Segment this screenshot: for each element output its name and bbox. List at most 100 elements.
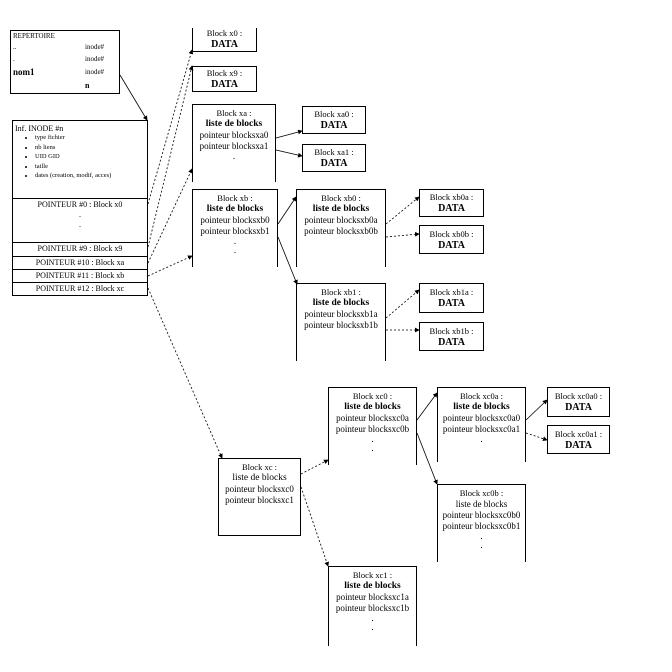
inode-attribute: nb liens: [35, 143, 111, 153]
repertoire-row-name: ..: [13, 43, 17, 51]
arrow-xa-to-xa0: [275, 129, 303, 139]
block-subtitle: liste de blocks: [344, 402, 401, 412]
block-data: DATA: [438, 337, 465, 348]
block-pointer: pointeur blocksxa0: [199, 130, 269, 140]
repertoire-row-name: nom1: [13, 67, 35, 77]
arrow-xa-to-xa1: [275, 149, 303, 158]
block-title: Block xc :: [242, 462, 277, 472]
block-title: Block xc1 :: [352, 570, 393, 580]
arrow-ptr10-to-xa: [147, 168, 193, 264]
block-data: DATA: [320, 158, 348, 169]
block-ellipsis: .: [371, 622, 374, 632]
block-ellipsis: .: [480, 540, 483, 550]
block-xb0b: Block xb0b : DATA: [419, 225, 484, 254]
block-pointer: pointeur blocksxb0a: [304, 215, 378, 225]
block-pointer: pointeur blocksxc0a1: [442, 424, 521, 434]
block-xc0: Block xc0 : liste de blocks pointeur blo…: [328, 387, 417, 465]
block-pointer: pointeur blocksxb1: [200, 226, 270, 236]
block-subtitle: liste de blocks: [312, 298, 370, 308]
arrow-xc0-to-xc0a: [416, 392, 438, 421]
arrow-nom1-to-inode: [119, 74, 148, 121]
block-pointer: pointeur blocksxc0a: [336, 413, 409, 423]
block-data: DATA: [438, 298, 465, 309]
block-pointer: pointeur blocksxb1b: [304, 320, 378, 330]
block-subtitle: liste de blocks: [206, 204, 264, 214]
block-xc0a1: Block xc0a1 : DATA: [547, 425, 610, 454]
block-xb1: Block xb1 : liste de blocks pointeur blo…: [296, 283, 386, 361]
block-xc0a: Block xc0a : liste de blocks pointeur bl…: [437, 387, 526, 462]
block-xc: Block xc : liste de blocks pointeur bloc…: [218, 458, 301, 536]
block-title: Block xc0a1 :: [554, 429, 603, 439]
block-pointer: pointeur blocksxb0b: [304, 226, 378, 236]
arrow-xc0a-to-xc0a1: [525, 432, 548, 442]
block-data: DATA: [565, 402, 592, 413]
block-xb0: Block xb0 : liste de blocks pointeur blo…: [296, 189, 386, 267]
block-xa1: Block xa1 : DATA: [302, 144, 366, 172]
block-title: Block xc0 :: [352, 391, 393, 401]
block-pointer: pointeur blocksxc1a: [336, 592, 409, 602]
block-ellipsis: .: [371, 434, 374, 444]
block-title: Block xb0a :: [429, 192, 474, 202]
block-ellipsis: .: [233, 236, 237, 246]
block-subtitle: liste de blocks: [312, 204, 370, 214]
inode-attribute: dates (creation, modif, acces): [35, 171, 111, 181]
block-title: Block xb1b :: [429, 326, 474, 336]
block-ellipsis: .: [480, 434, 483, 444]
repertoire-row-inode: inode#: [85, 55, 105, 63]
block-xb1b: Block xb1b : DATA: [419, 322, 484, 351]
block-subtitle: liste de blocks: [455, 499, 508, 509]
arrow-xb1-to-xb1a: [385, 289, 420, 319]
inode-pointer-dots: .: [12, 220, 148, 230]
block-title: Block xc0b :: [459, 488, 504, 498]
block-ellipsis: .: [232, 151, 236, 161]
inode-title: Inf. INODE #n: [15, 124, 64, 133]
inode-pointer-12: POINTEUR #12 : Block xc: [12, 282, 148, 296]
inode-pointer-10: POINTEUR #10 : Block xa: [12, 256, 148, 269]
block-title: Block xb0 :: [321, 193, 361, 203]
arrow-xb0-to-xb0a: [385, 196, 420, 225]
block-pointer: pointeur blocksxc0a0: [442, 413, 521, 423]
arrow-ptr11-to-xb: [147, 255, 193, 277]
block-title: Block xa :: [216, 108, 252, 118]
repertoire-box: REPERTOIRE .. inode# . inode# nom1 inode…: [10, 30, 120, 94]
block-title: Block xa0 :: [314, 109, 354, 119]
block-pointer: pointeur blocksxb0: [200, 215, 270, 225]
block-pointer: pointeur blocksxc0b1: [442, 521, 521, 531]
block-pointer: pointeur blocksxb1a: [304, 309, 378, 319]
inode-pointer-0: POINTEUR #0 : Block x0: [12, 198, 148, 211]
block-title: Block xc0a :: [460, 391, 503, 401]
block-xb: Block xb : liste de blocks pointeur bloc…: [192, 189, 278, 267]
block-pointer: pointeur blocksxc0b: [335, 424, 410, 434]
block-data: DATA: [438, 240, 465, 251]
block-data: DATA: [211, 79, 238, 90]
arrow-xb-to-xb0: [277, 196, 297, 225]
block-pointer: pointeur blocksxc1: [225, 495, 294, 505]
block-subtitle: liste de blocks: [344, 581, 401, 591]
arrow-xc-to-xc1: [300, 486, 329, 567]
block-xc0a0: Block xc0a0 : DATA: [547, 387, 610, 417]
block-x9: Block x9 : DATA: [192, 66, 257, 92]
block-xa: Block xa : liste de blocks pointeur bloc…: [192, 104, 276, 182]
block-pointer: pointeur blocksxc1b: [335, 603, 410, 613]
arrow-xb0-to-xb0b: [385, 231, 420, 238]
block-pointer: pointeur blocksxa1: [199, 141, 269, 151]
block-title: Block xc0a0 :: [554, 391, 603, 401]
arrow-xc-to-xc0: [300, 459, 329, 475]
arrow-ptr12-to-xc: [147, 287, 223, 459]
repertoire-row-inode: n: [85, 81, 90, 90]
block-ellipsis: .: [371, 613, 374, 623]
repertoire-row-inode: inode#: [85, 68, 105, 76]
inode-attribute: taille: [35, 162, 111, 172]
block-ellipsis: .: [233, 245, 237, 255]
block-data: DATA: [320, 120, 348, 131]
inode-attribute: type fichier: [35, 133, 111, 143]
block-xa0: Block xa0 : DATA: [302, 106, 366, 134]
arrow-xc0-to-xc0b: [416, 432, 438, 485]
inode-pointer-dots: .: [12, 210, 148, 220]
block-ellipsis: .: [371, 443, 374, 453]
block-x0: Block x0 : DATA: [192, 28, 257, 52]
block-pointer: pointeur blocksxc0: [225, 484, 294, 494]
block-xb0a: Block xb0a : DATA: [419, 189, 484, 217]
repertoire-title: REPERTOIRE: [13, 32, 55, 40]
block-title: Block xb0b :: [429, 229, 474, 239]
